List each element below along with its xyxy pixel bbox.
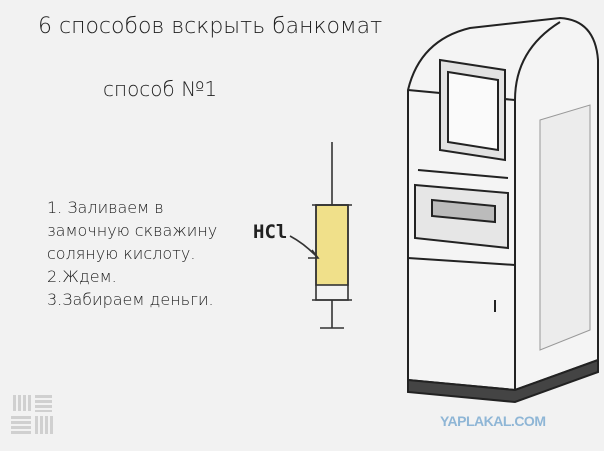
syringe-drawing [289,142,352,329]
step-line: соляную кислоту. [47,244,196,263]
step-line: 1. Заливаем в [47,198,164,217]
step-line: 3.Забираем деньги. [47,290,214,309]
step-line: замочную скважину [47,221,218,240]
site-logo-icon [11,395,53,434]
syringe-label: HCl [253,221,288,243]
steps-list: 1. Заливаем в замочную скважину соляную … [47,196,217,311]
atm-drawing [407,16,599,404]
step-line: 2.Ждем. [47,267,117,286]
page-title: 6 способов вскрыть банкомат [38,14,383,39]
method-heading: способ №1 [103,77,218,101]
watermark: YAPLAKAL.COM [440,413,546,429]
